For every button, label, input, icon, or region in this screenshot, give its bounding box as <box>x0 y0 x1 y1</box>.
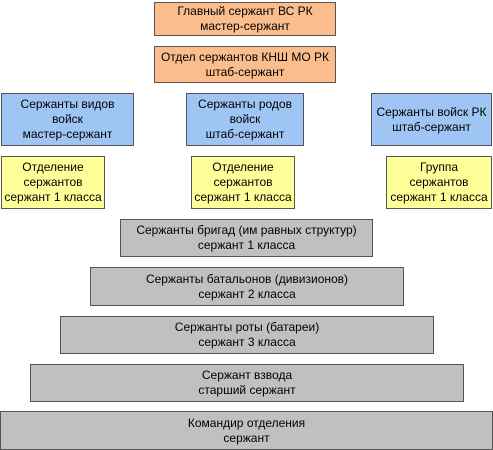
brigade-sergeants-box: Сержанты бригад (им равных структур) сер… <box>120 219 373 257</box>
brigade-rank: сержант 1 класса <box>197 238 296 252</box>
service-branches-title-2: войск <box>52 112 83 126</box>
sergeant-department-rank: штаб-сержант <box>205 64 285 79</box>
rk-troops-title: Сержанты войск РК <box>376 104 487 119</box>
company-title: Сержанты роты (батареи) <box>174 320 320 334</box>
service-branches-rank: мастер-сержант <box>22 127 113 141</box>
battalion-title: Сержанты батальонов (дивизионов) <box>145 271 349 286</box>
group-right-title-1: Группа <box>419 160 459 174</box>
squad-rank: сержант <box>223 430 270 445</box>
battalion-sergeants-box: Сержанты батальонов (дивизионов) сержант… <box>90 267 404 306</box>
platoon-rank: старший сержант <box>198 383 296 397</box>
battalion-rank: сержант 2 класса <box>198 286 296 301</box>
group-right-rank: сержант 1 класса <box>390 190 488 204</box>
rk-troops-rank: штаб-сержант <box>392 119 471 134</box>
section-left-rank: сержант 1 класса <box>4 190 102 204</box>
group-right-title-2: сержантов <box>409 175 469 189</box>
squad-title: Командир отделения <box>187 415 306 430</box>
platoon-sergeant-box: Сержант взвода старший сержант <box>30 364 464 402</box>
section-left-title-1: Отделение <box>22 160 84 174</box>
company-sergeants-box: Сержанты роты (батареи) сержант 3 класса <box>60 316 434 354</box>
platoon-title: Сержант взвода <box>201 368 293 382</box>
service-branches-title-1: Сержанты видов <box>20 97 115 111</box>
sergeant-department-title: Отдел сержантов КНШ МО РК <box>160 49 330 64</box>
combat-arms-sergeants-box: Сержанты родов войск штаб-сержант <box>186 93 304 146</box>
combat-arms-title-2: войск <box>229 112 261 126</box>
combat-arms-title-1: Сержанты родов <box>198 97 292 111</box>
chief-sergeant-title: Главный сержант ВС РК <box>177 4 313 18</box>
chief-sergeant-box: Главный сержант ВС РК мастер-сержант <box>154 2 336 36</box>
sergeant-department-box: Отдел сержантов КНШ МО РК штаб-сержант <box>154 46 336 83</box>
service-branches-sergeants-box: Сержанты видов войск мастер-сержант <box>1 93 134 146</box>
section-left-title-2: сержантов <box>23 175 83 189</box>
sergeant-section-middle-box: Отделение сержантов сержант 1 класса <box>191 156 295 209</box>
section-mid-title-2: сержантов <box>213 175 273 189</box>
section-mid-title-1: Отделение <box>212 160 274 174</box>
brigade-title: Сержанты бригад (им равных структур) <box>136 223 357 237</box>
section-mid-rank: сержант 1 класса <box>194 190 292 204</box>
rk-troops-sergeants-box: Сержанты войск РК штаб-сержант <box>371 93 492 146</box>
squad-commander-box: Командир отделения сержант <box>0 411 493 450</box>
sergeant-group-right-box: Группа сержантов сержант 1 класса <box>386 156 492 209</box>
company-rank: сержант 3 класса <box>198 335 296 349</box>
sergeant-section-left-box: Отделение сержантов сержант 1 класса <box>1 156 105 209</box>
combat-arms-rank: штаб-сержант <box>205 127 285 141</box>
chief-sergeant-rank: мастер-сержант <box>200 19 290 33</box>
